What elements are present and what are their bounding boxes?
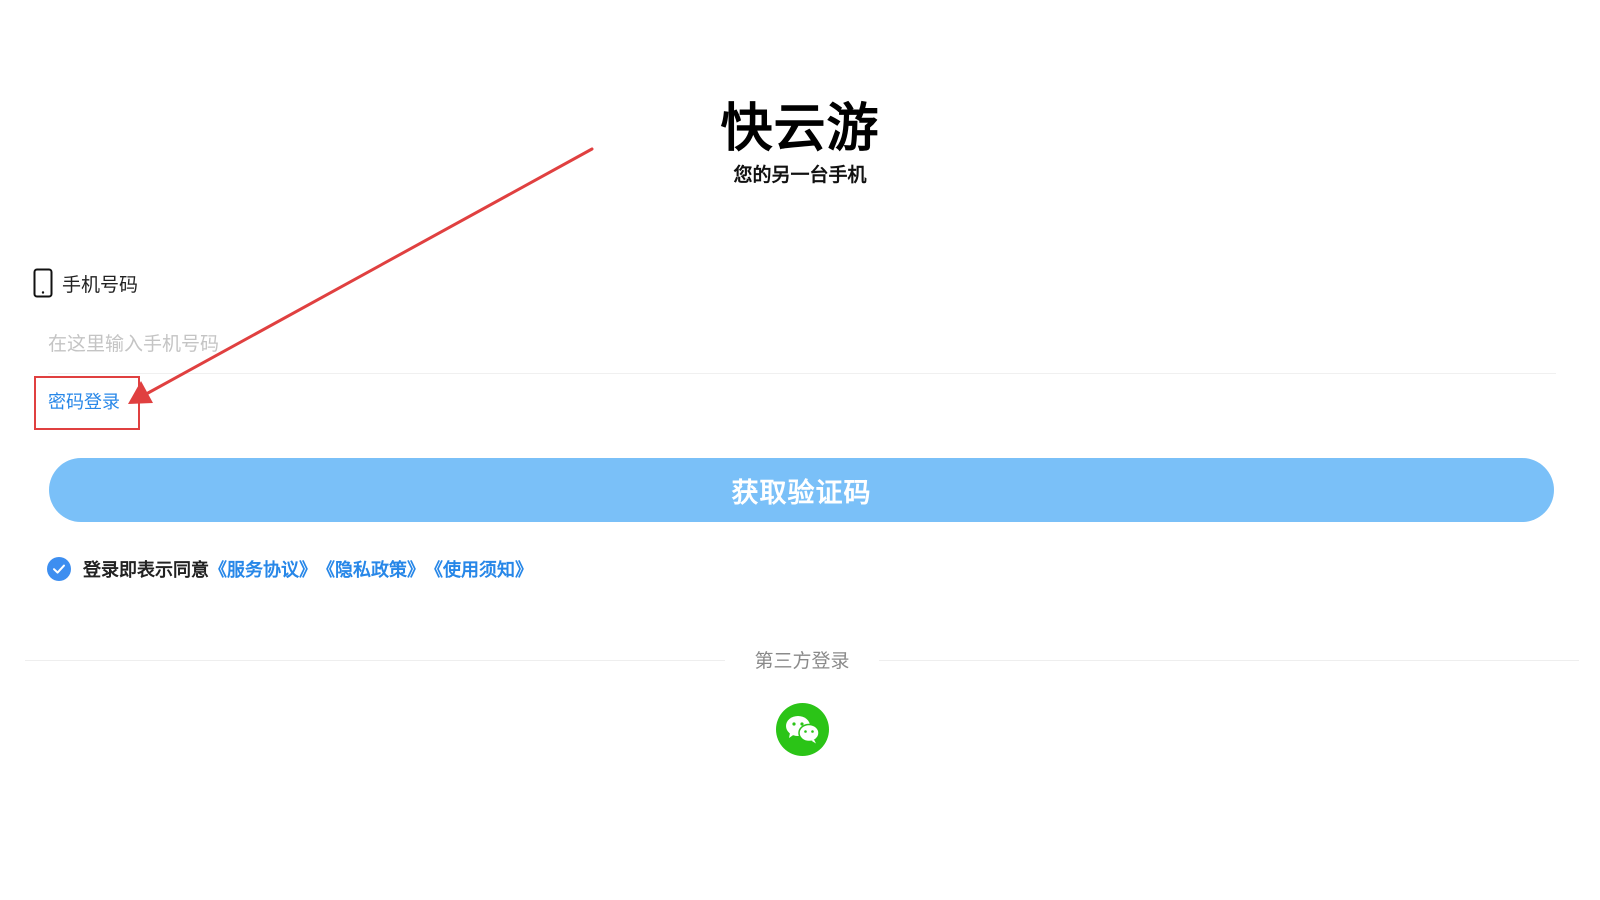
usage-notice-link[interactable]: 《使用须知》 xyxy=(425,560,533,581)
service-agreement-link[interactable]: 《服务协议》 xyxy=(209,560,317,581)
checkmark-icon xyxy=(53,564,65,574)
app-subtitle: 您的另一台手机 xyxy=(733,164,867,186)
phone-field-label: 手机号码 xyxy=(33,266,138,300)
wechat-login-button[interactable] xyxy=(776,703,829,756)
agreement-checkbox[interactable] xyxy=(47,557,71,581)
phone-number-input[interactable] xyxy=(48,314,1556,374)
brand-header: 快云游 您的另一台手机 xyxy=(0,98,1600,188)
privacy-policy-link[interactable]: 《隐私政策》 xyxy=(317,560,425,581)
divider-line-right xyxy=(879,660,1579,661)
password-login-link[interactable]: 密码登录 xyxy=(48,392,120,413)
app-title: 快云游 xyxy=(720,99,880,159)
agreement-prefix: 登录即表示同意 xyxy=(83,560,209,581)
third-party-login-label: 第三方登录 xyxy=(742,650,862,672)
get-verification-code-button[interactable]: 获取验证码 xyxy=(49,458,1554,522)
phone-label-text: 手机号码 xyxy=(62,273,139,296)
mobile-phone-icon xyxy=(33,268,53,298)
third-party-divider: 第三方登录 xyxy=(25,646,1579,676)
agreement-row: 登录即表示同意 《服务协议》 《隐私政策》 《使用须知》 xyxy=(47,556,533,582)
wechat-icon xyxy=(785,715,820,743)
divider-line-left xyxy=(25,660,725,661)
